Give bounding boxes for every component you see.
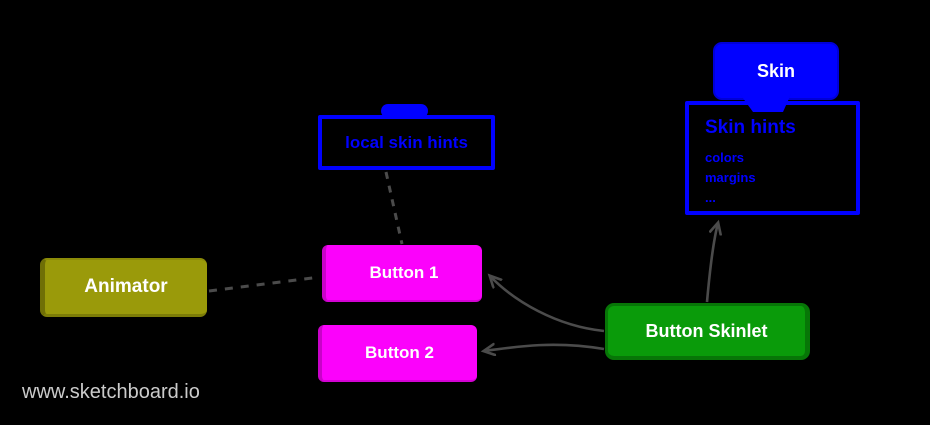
edge-button-skinlet-to-button-2 (484, 345, 605, 351)
node-skin-hints[interactable]: Skin hints colors margins ... (685, 101, 860, 215)
node-button-skinlet-label: Button Skinlet (645, 320, 768, 341)
node-skin-label: Skin (756, 60, 795, 81)
node-local-skin-hints[interactable]: local skin hints (318, 115, 495, 170)
edge-animator-to-button-1 (208, 275, 321, 293)
node-button-2[interactable]: Button 2 (318, 325, 477, 382)
node-skin[interactable]: Skin (713, 42, 839, 100)
node-button-skinlet[interactable]: Button Skinlet (605, 303, 810, 360)
node-skin-hints-title: Skin hints (705, 117, 796, 138)
edge-local-skin-hints-to-button-1 (384, 171, 404, 245)
node-button-2-label: Button 2 (365, 342, 434, 362)
node-skin-hints-item-ellipsis: ... (705, 190, 716, 205)
watermark-sketchboard: www.sketchboard.io (22, 381, 200, 403)
node-button-1[interactable]: Button 1 (322, 245, 482, 302)
node-animator-label: Animator (84, 276, 168, 297)
node-button-1-label: Button 1 (369, 262, 439, 282)
node-animator[interactable]: Animator (40, 258, 207, 317)
node-local-skin-hints-label: local skin hints (345, 132, 468, 152)
node-skin-hints-item-margins: margins (705, 170, 756, 185)
edge-button-skinlet-to-button-1 (490, 276, 605, 333)
node-skin-hints-item-colors: colors (705, 150, 745, 165)
edge-button-skinlet-to-skin-hints (705, 223, 718, 303)
